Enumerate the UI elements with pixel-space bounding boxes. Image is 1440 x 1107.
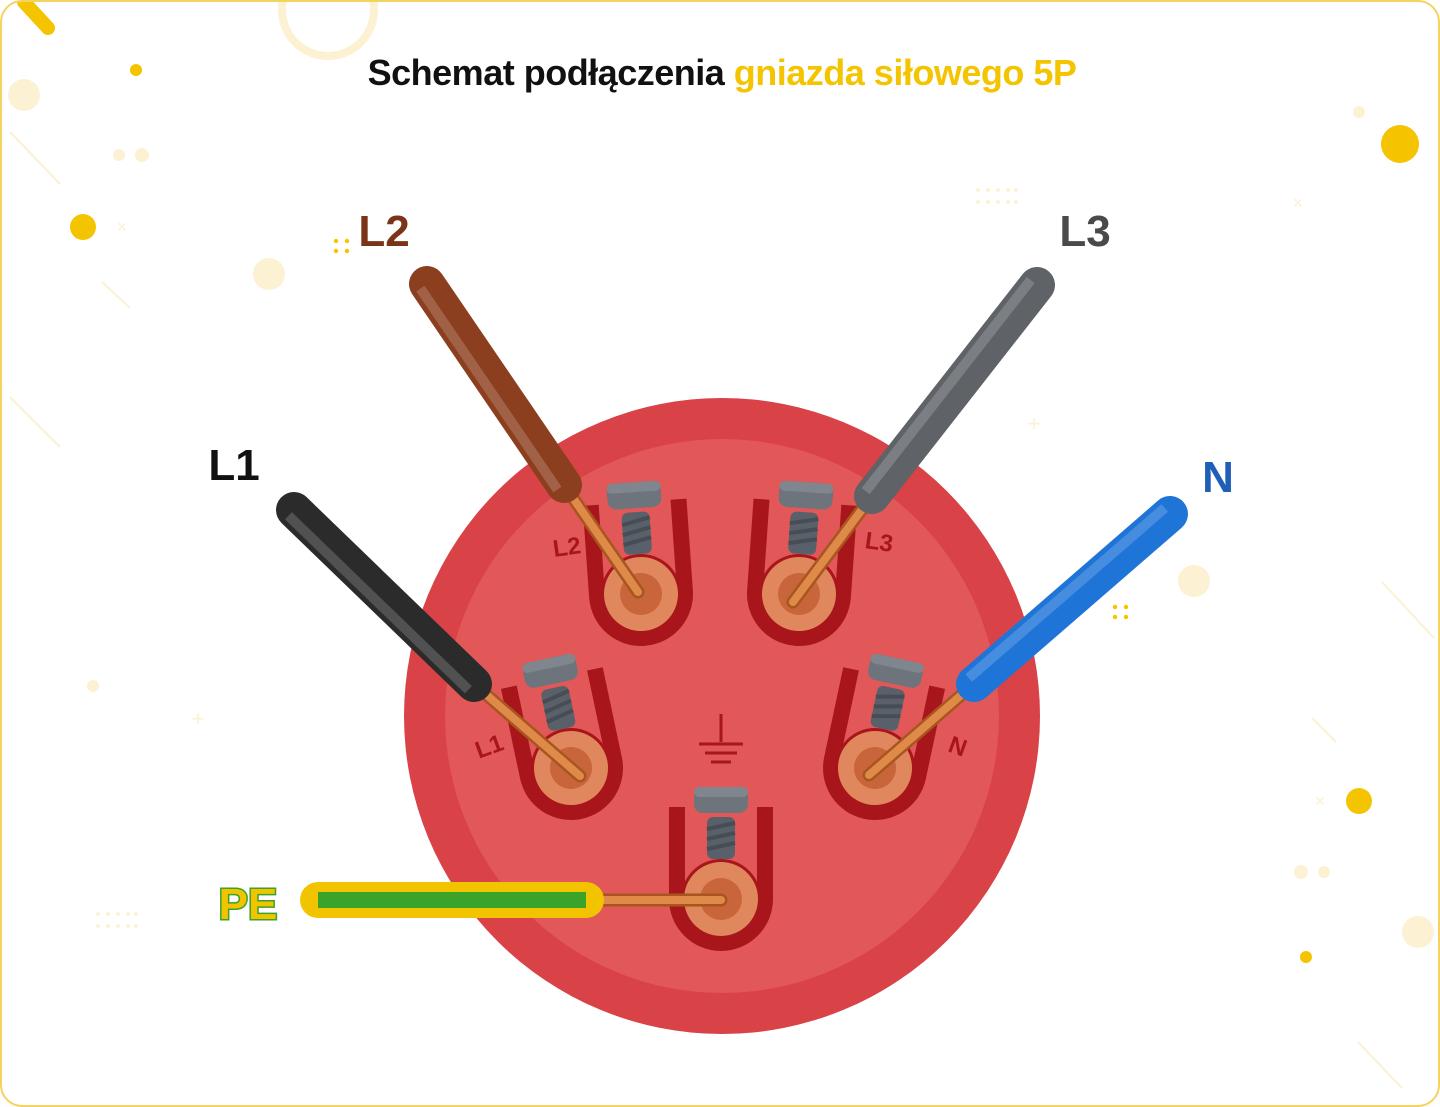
decor-plus: + [192, 706, 205, 731]
decor-dot [1346, 788, 1372, 814]
terminal-clamp [747, 498, 858, 646]
decor-dot [253, 258, 285, 290]
decor-dot [1353, 106, 1365, 118]
wire-highlight [416, 285, 562, 493]
decor-dot [1318, 866, 1330, 878]
decor-cross: × [117, 217, 128, 237]
decor-lines [9, 131, 1435, 1089]
wire-l3 [786, 267, 1055, 609]
decor-dot [8, 79, 40, 111]
decor-dot [1381, 125, 1419, 163]
ground-icon [699, 714, 743, 764]
wire-insulation [409, 266, 582, 503]
wire-label-l1: L1 [208, 441, 259, 490]
wire-highlight [965, 504, 1169, 682]
screw-icon [868, 653, 924, 731]
screw-icon [694, 787, 748, 859]
wire-highlight [284, 512, 472, 694]
decor-ring [278, 2, 378, 60]
copper-core [789, 492, 876, 606]
copper-core [470, 680, 584, 780]
terminal-pe [669, 787, 773, 951]
wires [276, 266, 1188, 918]
decor-dot-grid-yellow [333, 238, 1129, 620]
wire-label-l3: L3 [1059, 207, 1110, 256]
wire-label-pe: PE [219, 880, 278, 929]
decor-dot [130, 64, 142, 76]
decor-dot [1300, 951, 1312, 963]
decor-cross: × [1293, 193, 1304, 213]
wire-n [862, 496, 1188, 782]
decor-dot [1178, 565, 1210, 597]
decor-cross: × [1315, 791, 1326, 811]
screw-icon [606, 480, 662, 555]
decor-dot [87, 680, 99, 692]
terminal-label-l3: L3 [863, 527, 895, 558]
terminal-label-l2: L2 [551, 532, 583, 563]
wire-insulation [854, 267, 1055, 514]
decor-dot [1294, 865, 1308, 879]
background-decorations: × × × + + [8, 2, 1435, 1089]
screw-icon [522, 653, 578, 731]
title-prefix: Schemat podłączenia [367, 52, 725, 93]
decor-dot [113, 149, 125, 161]
decor-dot [70, 214, 96, 240]
terminal-clamp [501, 667, 623, 820]
wire-label-n: N [1202, 453, 1234, 502]
screw-icon [778, 480, 834, 555]
page-title: Schemat podłączenia gniazda siłowego 5P [2, 52, 1438, 94]
wire-l1 [276, 492, 587, 783]
decor-dot-grid [96, 188, 1018, 928]
wire-l2 [409, 266, 645, 599]
decor-plus: + [1028, 411, 1041, 436]
terminal-clamp [669, 807, 773, 951]
wire-insulation [956, 496, 1188, 702]
wire-highlight [861, 276, 1035, 495]
terminal-clamp [823, 667, 945, 820]
terminal-clamp [582, 498, 693, 646]
title-highlight: gniazda siłowego 5P [733, 52, 1077, 93]
decor-stroke [17, 2, 55, 35]
copper-core [865, 680, 978, 779]
decor-dot [1402, 916, 1434, 948]
wire-insulation [276, 492, 492, 702]
wire-label-l2: L2 [358, 207, 409, 256]
copper-core [560, 481, 642, 596]
decor-dot [135, 148, 149, 162]
